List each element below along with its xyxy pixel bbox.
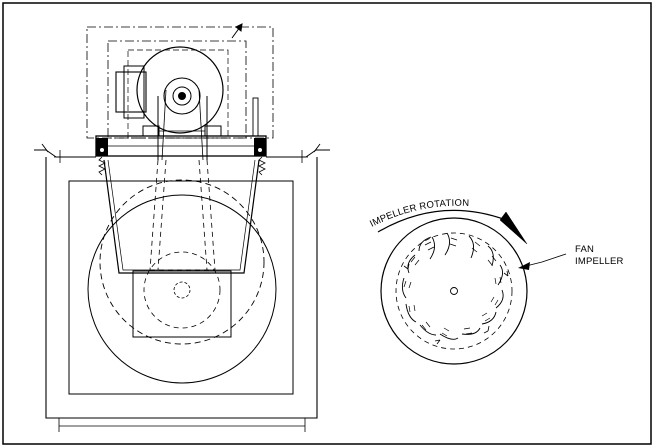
curved-arrow-icon <box>499 211 528 245</box>
motor-endcap <box>115 71 147 113</box>
motor-pulley <box>136 46 224 134</box>
leader-arrow-icon <box>518 262 530 270</box>
fan-label-line2: IMPELLER <box>575 256 624 267</box>
impeller-rotation-label: IMPELLER ROTATION <box>368 198 469 230</box>
housing-inner-rect <box>68 180 294 395</box>
motor-envelope-inner <box>107 40 247 139</box>
inlet-rect <box>132 270 232 338</box>
belt-guard <box>103 159 260 274</box>
housing-outline <box>45 157 318 419</box>
impeller-hub <box>450 287 458 295</box>
impeller-outer-circle <box>380 217 528 365</box>
rotation-arc <box>377 209 507 233</box>
impeller-dashed-circle <box>99 179 265 345</box>
side-view <box>34 23 330 432</box>
impeller-view <box>377 209 567 365</box>
motor-envelope-outer <box>86 26 274 139</box>
fan-label-line1: FAN <box>575 244 594 255</box>
fan-housing-circle <box>87 194 277 384</box>
